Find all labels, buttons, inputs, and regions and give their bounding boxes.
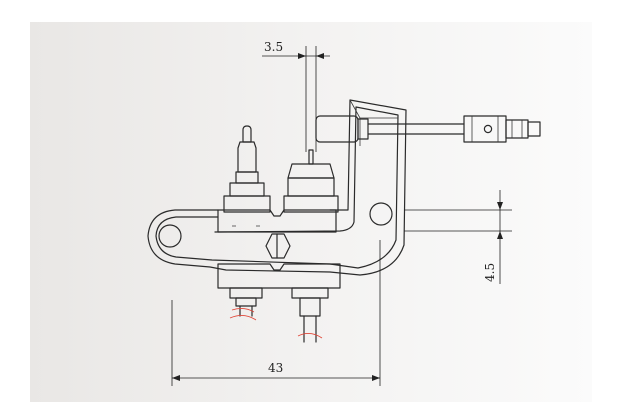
left-electrode	[223, 125, 271, 213]
hex-nut	[265, 233, 291, 259]
dimension-right-label: 4.5	[483, 263, 497, 282]
lower-block	[217, 263, 341, 343]
bracket-plate	[147, 99, 407, 276]
dimension-bottom: 43	[171, 240, 381, 386]
break-marks	[229, 307, 323, 339]
dimension-right: 4.5	[404, 190, 512, 284]
dimension-bottom-label: 43	[268, 361, 283, 375]
dimension-top-label: 3.5	[264, 40, 283, 54]
dimension-top: 3.5	[262, 40, 330, 152]
right-electrode	[283, 149, 339, 213]
upper-block	[217, 209, 337, 233]
